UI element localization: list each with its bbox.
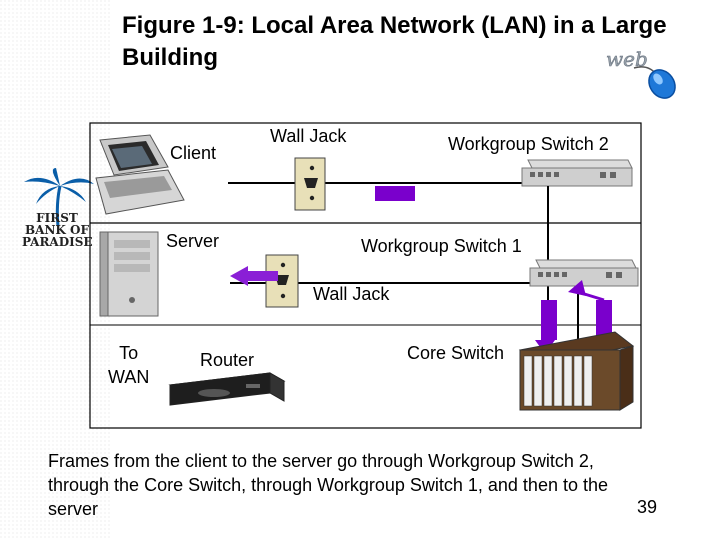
router-icon bbox=[168, 372, 286, 406]
core-switch-icon bbox=[518, 331, 635, 411]
core-switch-label: Core Switch bbox=[407, 343, 505, 363]
page-number: 39 bbox=[637, 497, 658, 517]
router-label: Router bbox=[200, 350, 255, 370]
slide-caption: Frames from the client to the server go … bbox=[48, 451, 608, 519]
frame-down bbox=[541, 300, 557, 340]
building-outline bbox=[89, 122, 642, 429]
workgroup-switch-2-icon bbox=[521, 159, 633, 187]
bank-logo-text: FIRST BANK OF PARADISE bbox=[22, 211, 93, 249]
dotted-background bbox=[0, 0, 110, 540]
wall-jack-bottom-label: Wall Jack bbox=[313, 284, 390, 304]
wall-jack-top-icon bbox=[294, 157, 326, 211]
client-computer-icon bbox=[95, 134, 185, 215]
workgroup-switch-1-label: Workgroup Switch 1 bbox=[361, 236, 522, 256]
workgroup-switch-2-label: Workgroup Switch 2 bbox=[448, 134, 609, 154]
client-label: Client bbox=[170, 143, 217, 163]
server-computer-icon bbox=[99, 231, 159, 317]
frame-lower-arrowhead bbox=[230, 266, 248, 286]
palm-tree-logo-icon bbox=[24, 168, 94, 227]
workgroup-switch-1-icon bbox=[529, 259, 639, 287]
server-label: Server bbox=[166, 231, 220, 251]
page-title: Figure 1-9: Local Area Network (LAN) in … bbox=[122, 12, 667, 71]
wall-jack-top-label: Wall Jack bbox=[270, 126, 347, 146]
web-mouse-icon: web bbox=[606, 47, 676, 99]
to-wan-label: To WAN bbox=[108, 343, 150, 387]
frame-upper bbox=[375, 186, 415, 201]
frame-up-arrowhead bbox=[568, 280, 586, 296]
frame-lower bbox=[248, 271, 278, 281]
